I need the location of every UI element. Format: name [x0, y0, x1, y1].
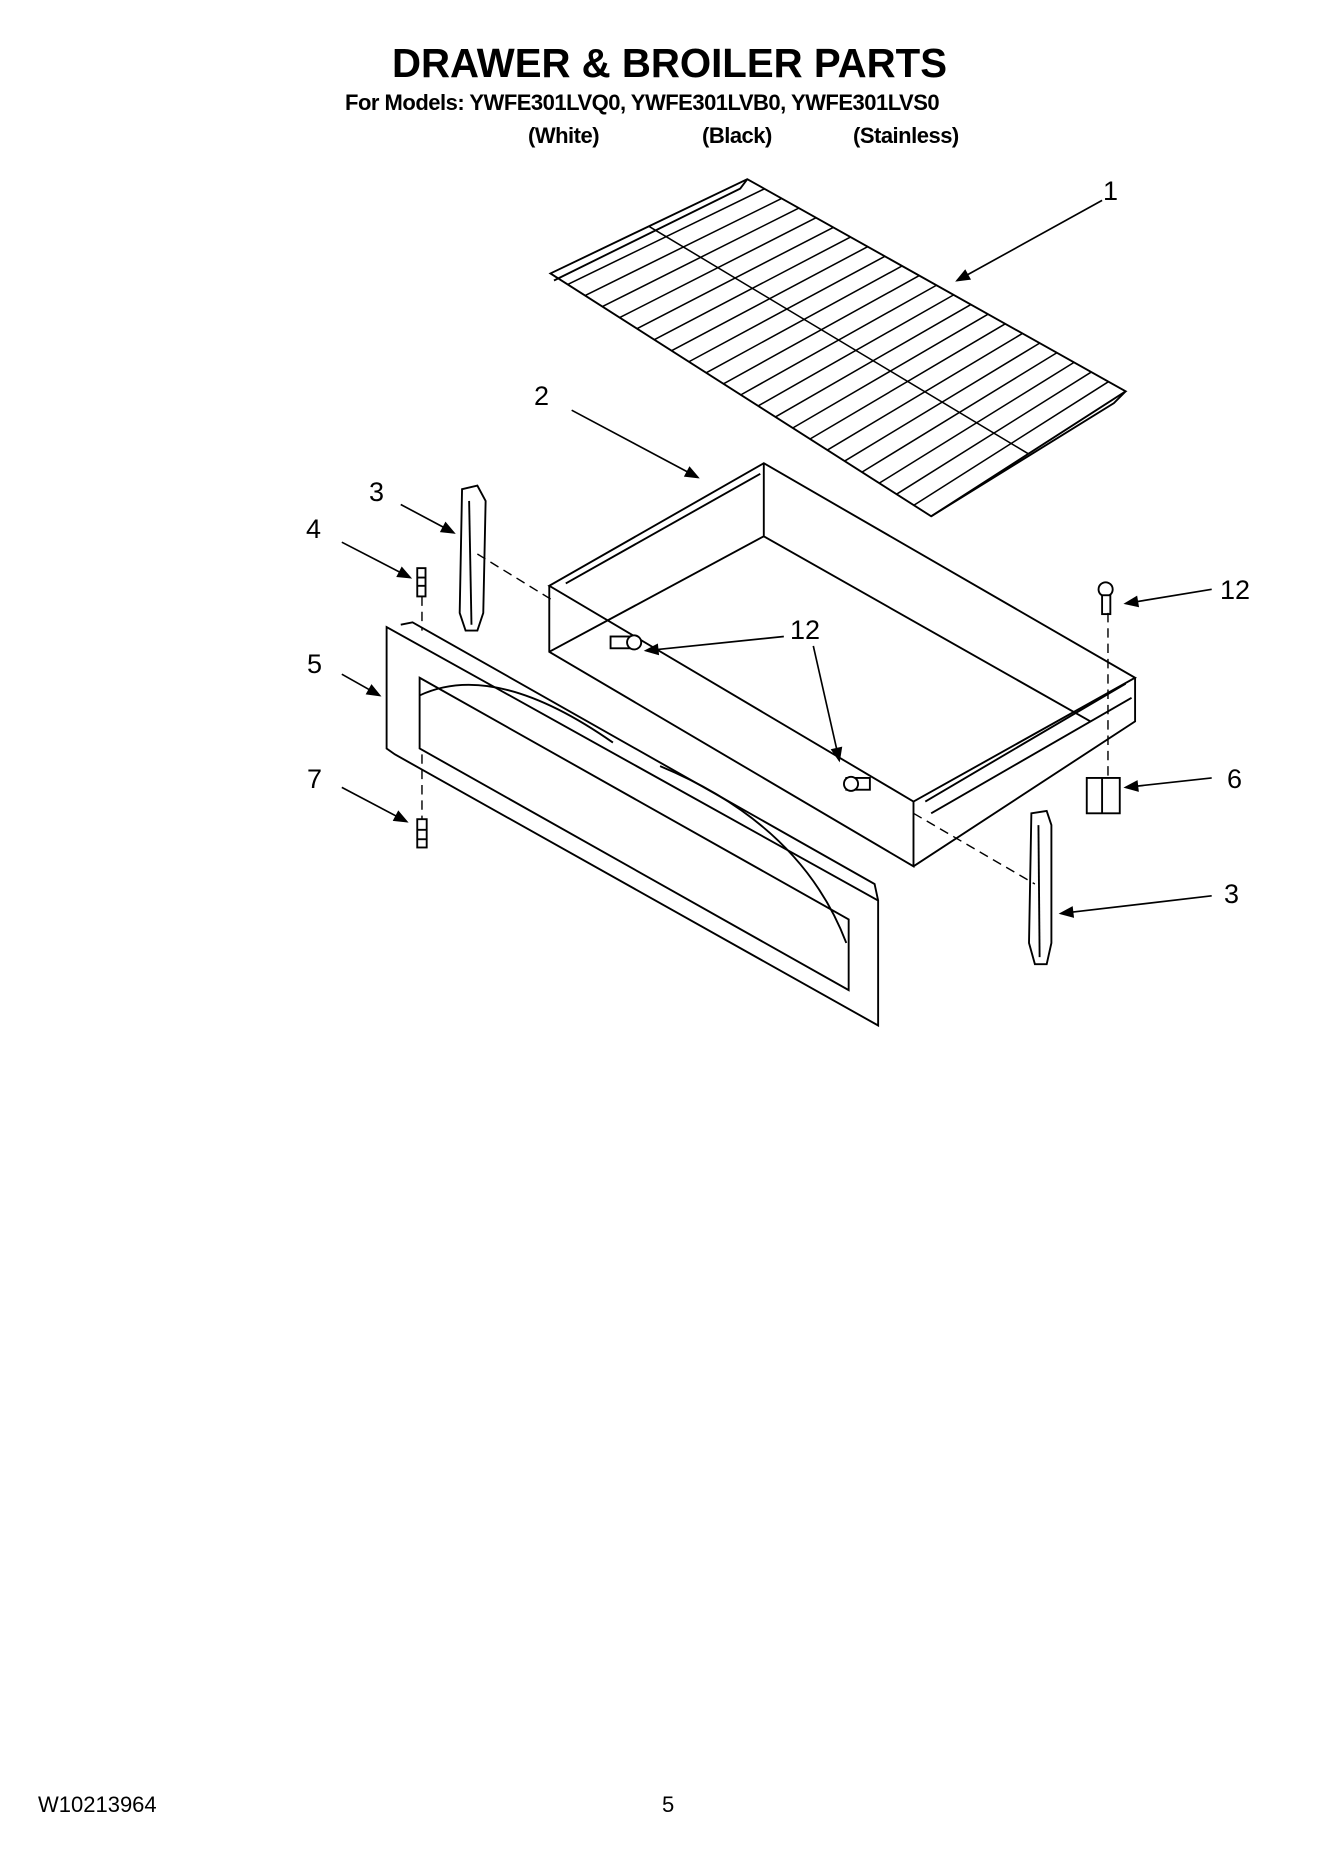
arrowhead [439, 521, 456, 534]
bracket-6 [1085, 776, 1121, 815]
drawer-slide-left [458, 484, 487, 632]
callout-4: 4 [306, 514, 321, 544]
page-number: 5 [662, 1792, 675, 1817]
callout-5: 5 [307, 649, 322, 679]
drawer-front-panel [385, 621, 880, 1028]
callout-1: 1 [1103, 176, 1118, 206]
arrowhead [1123, 595, 1140, 608]
variant-white: (White) [528, 123, 600, 148]
models-subtitle: For Models: YWFE301LVQ0, YWFE301LVB0, YW… [345, 90, 940, 115]
arrowhead [396, 566, 413, 579]
arrowhead [955, 269, 972, 282]
document-number: W10213964 [38, 1792, 157, 1817]
arrowhead [392, 810, 409, 823]
arrowhead [643, 643, 660, 656]
arrowhead [1058, 906, 1075, 918]
callout-2: 2 [534, 381, 549, 411]
callout-3-left: 3 [369, 477, 384, 507]
variant-stainless: (Stainless) [853, 123, 959, 148]
arrowhead [830, 746, 843, 763]
callout-12-center: 12 [790, 615, 820, 645]
page-title: DRAWER & BROILER PARTS [391, 40, 948, 86]
callout-6: 6 [1227, 764, 1242, 794]
arrowhead [683, 466, 700, 479]
broiler-drawer [547, 462, 1137, 868]
callout-7: 7 [307, 764, 322, 794]
screw-12a [609, 634, 643, 651]
screw-12b [843, 775, 871, 792]
broiler-rack [548, 178, 1128, 518]
screw-4 [416, 567, 427, 598]
variant-black: (Black) [702, 123, 772, 148]
callout-12-right: 12 [1220, 575, 1250, 605]
arrowhead [365, 684, 382, 697]
callout-3-right: 3 [1224, 879, 1239, 909]
arrowhead [1123, 780, 1139, 792]
screw-12c [1097, 581, 1114, 616]
screw-7 [416, 818, 428, 849]
drawer-slide-right [1028, 809, 1053, 966]
